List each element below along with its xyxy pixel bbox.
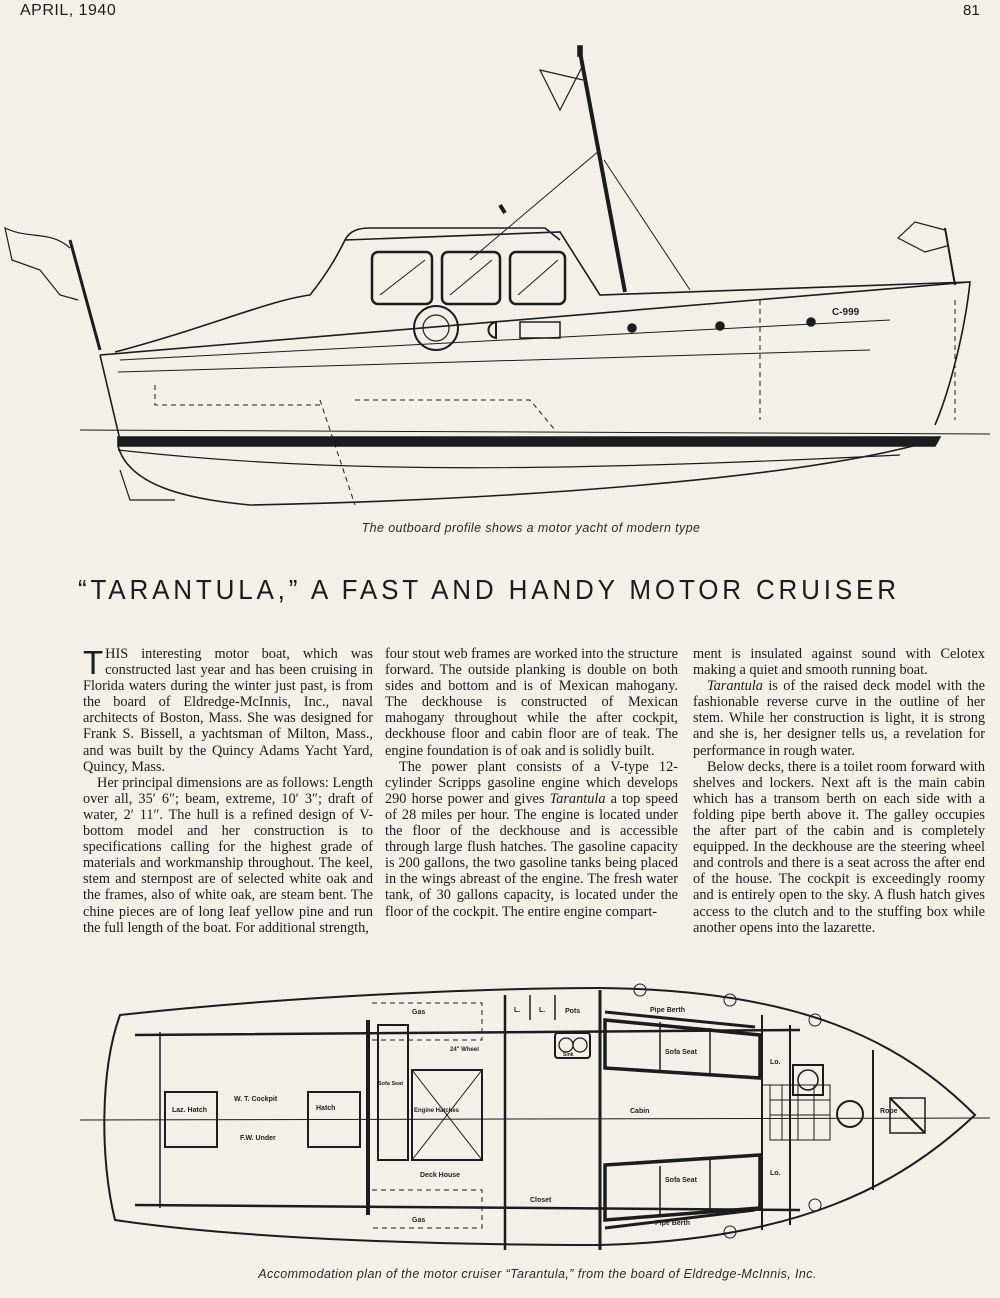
- outboard-profile-drawing: C-999: [4, 45, 991, 506]
- paragraph: Tarantula is of the raised deck model wi…: [693, 678, 985, 759]
- article-headline: “TARANTULA,” A FAST AND HANDY MOTOR CRUI…: [78, 574, 900, 605]
- profile-caption: The outboard profile shows a motor yacht…: [361, 521, 701, 535]
- plan-label-fw-under: F.W. Under: [240, 1135, 276, 1142]
- issue-date: APRIL, 1940: [20, 2, 117, 19]
- article-column-2: four stout web frames are worked into th…: [385, 646, 678, 920]
- article-column-3: ment is insulated against sound with Cel…: [693, 646, 985, 936]
- paragraph: ment is insulated against sound with Cel…: [693, 646, 985, 679]
- plan-label-closet: Closet: [530, 1197, 552, 1204]
- plan-label-engine-hatches: Engine Hatches: [414, 1108, 460, 1114]
- plan-label-laz-hatch: Laz. Hatch: [172, 1107, 207, 1114]
- plan-label-sofa-seat: Sofa Seat: [378, 1081, 403, 1087]
- paragraph-text: HIS interesting motor boat, which was co…: [83, 646, 373, 775]
- plan-label-sofa-seat: Sofa Seat: [665, 1177, 698, 1184]
- accommodation-plan-drawing: Gas Gas W. T. Cockpit Laz. Hatch F.W. Un…: [79, 983, 991, 1250]
- hull-number: C-999: [832, 307, 860, 318]
- plan-label-cockpit: W. T. Cockpit: [234, 1096, 278, 1103]
- plan-label-locker: Lo.: [770, 1059, 781, 1066]
- plan-label-sink: Sink: [563, 1052, 574, 1058]
- plan-label-cabin: Cabin: [630, 1108, 649, 1115]
- plan-label-gas: Gas: [412, 1217, 425, 1224]
- plan-caption: Accommodation plan of the motor cruiser …: [258, 1267, 817, 1281]
- page-number: 81: [963, 2, 980, 19]
- plan-label-locker: Lo.: [770, 1170, 781, 1177]
- plan-label-wheel: 24" Wheel: [450, 1047, 479, 1053]
- paragraph: four stout web frames are worked into th…: [385, 646, 678, 759]
- plan-label-l: L.: [514, 1007, 520, 1014]
- plan-label-pipe-berth: Pipe Berth: [655, 1220, 690, 1227]
- plan-label-l: L.: [539, 1007, 545, 1014]
- paragraph: Her principal dimensions are as follows:…: [83, 774, 373, 936]
- plan-label-gas: Gas: [412, 1009, 425, 1016]
- drop-cap: T: [83, 644, 104, 681]
- paragraph: Below decks, there is a toilet room forw…: [693, 758, 985, 936]
- plan-label-rope: Rope: [880, 1108, 898, 1115]
- paragraph: The power plant consists of a V-type 12-…: [385, 758, 678, 920]
- plan-label-pipe-berth: Pipe Berth: [650, 1007, 685, 1014]
- plan-label-deck-house: Deck House: [420, 1172, 460, 1179]
- plan-label-pots: Pots: [565, 1008, 580, 1015]
- plan-label-hatch: Hatch: [316, 1105, 335, 1112]
- plan-label-sofa-seat: Sofa Seat: [665, 1049, 698, 1056]
